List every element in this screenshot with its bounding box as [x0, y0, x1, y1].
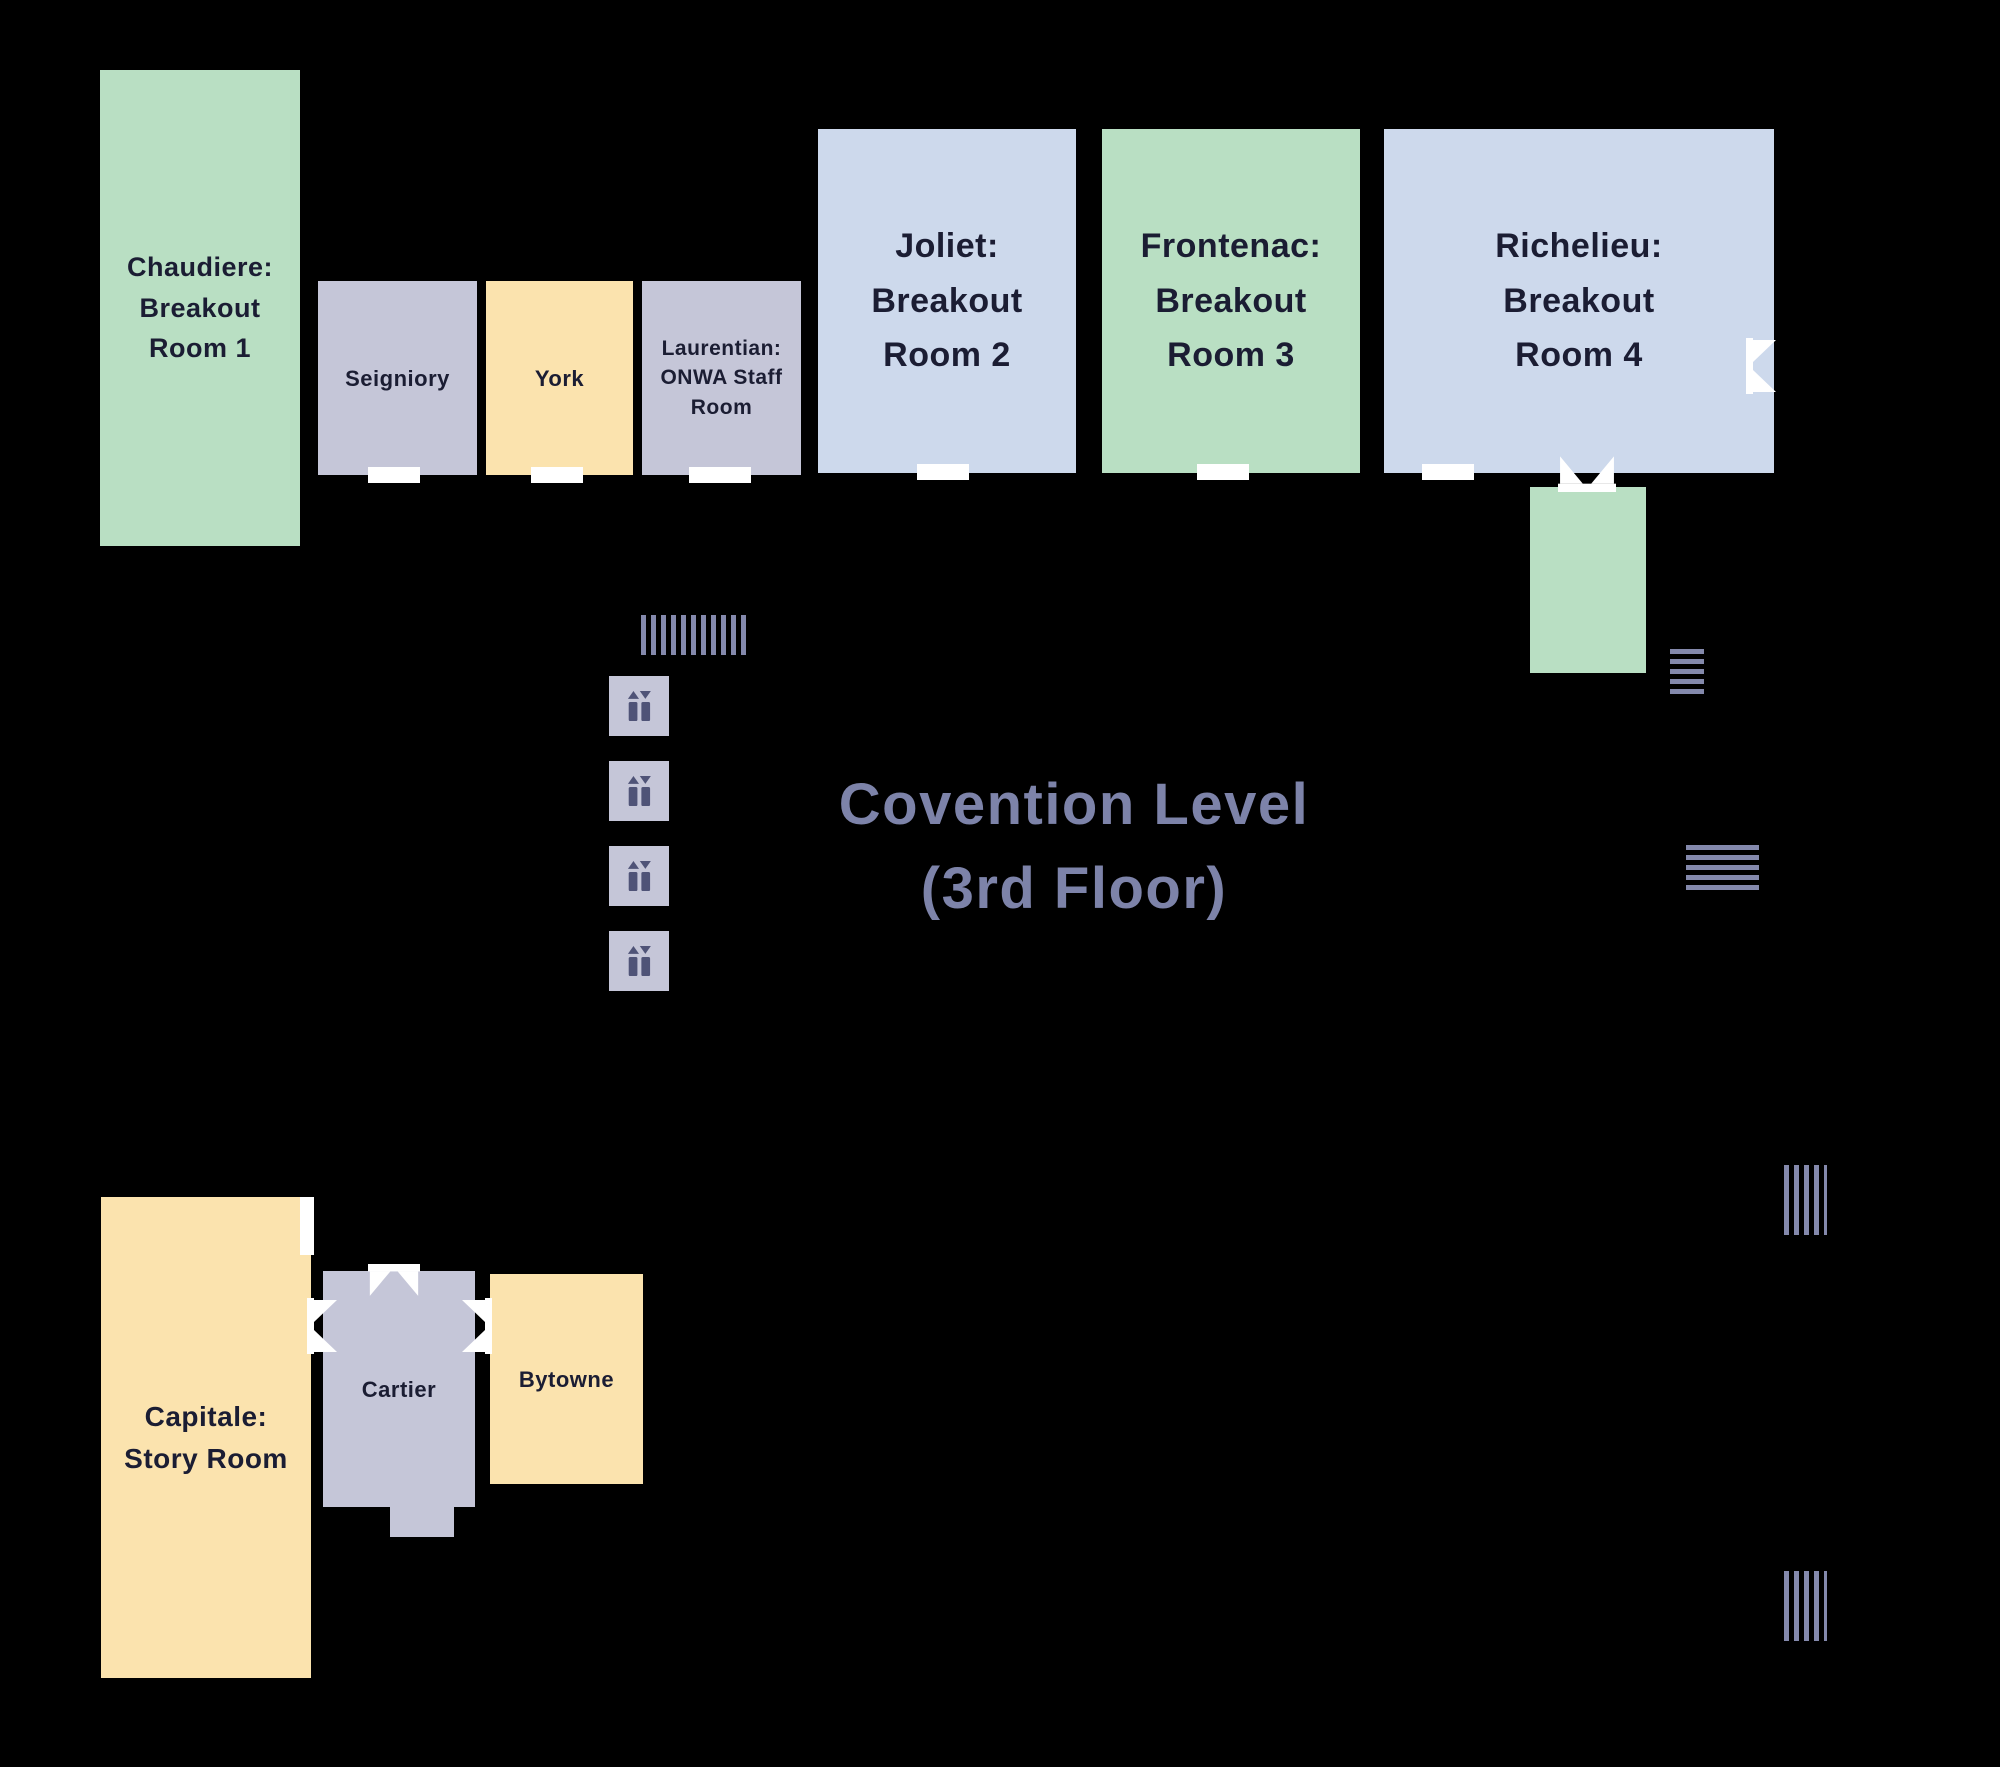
room-annex-green	[1530, 487, 1646, 673]
stairs-hatch-icon	[641, 615, 751, 655]
stairs-hatch-icon	[1784, 1571, 1827, 1641]
door-opening-seigniory	[368, 467, 420, 483]
door-opening-laurentian	[689, 467, 751, 483]
double-door-icon	[1558, 454, 1616, 492]
double-door-icon	[368, 1264, 420, 1298]
double-door-icon	[460, 1298, 492, 1354]
door-opening-york	[531, 467, 583, 483]
double-door-icon	[307, 1298, 339, 1354]
room-laurentian-label: Laurentian: ONWA Staff Room	[660, 336, 783, 419]
elevator	[609, 676, 669, 736]
stairs-hatch-icon	[1784, 1165, 1827, 1235]
room-capitale: Capitale: Story Room	[101, 1197, 311, 1678]
room-richelieu-label: Richelieu: Breakout Room 4	[1495, 227, 1663, 375]
door-opening-frontenac	[1197, 464, 1249, 480]
room-joliet-label: Joliet: Breakout Room 2	[871, 227, 1023, 375]
floor-title-line1: Covention Level	[838, 772, 1310, 837]
stairs-hatch-icon	[1670, 649, 1704, 697]
room-york: York	[486, 281, 633, 475]
door-opening-richelieu	[1422, 464, 1474, 480]
elevator-icon	[627, 860, 651, 892]
elevator-icon	[627, 690, 651, 722]
room-seigniory-label: Seigniory	[345, 365, 450, 391]
double-door-icon	[1746, 338, 1778, 394]
room-capitale-label: Capitale: Story Room	[124, 1400, 288, 1474]
room-laurentian: Laurentian: ONWA Staff Room	[642, 281, 801, 475]
room-chaudiere: Chaudiere: Breakout Room 1	[100, 70, 300, 546]
room-bytowne: Bytowne	[490, 1274, 643, 1484]
elevator	[609, 846, 669, 906]
elevator	[609, 931, 669, 991]
door-opening-joliet	[917, 464, 969, 480]
room-chaudiere-label: Chaudiere: Breakout Room 1	[126, 252, 274, 364]
room-joliet: Joliet: Breakout Room 2	[818, 129, 1076, 473]
floor-title: Covention Level (3rd Floor)	[674, 763, 1474, 931]
elevator-icon	[627, 945, 651, 977]
room-cartier-label: Cartier	[361, 1376, 437, 1402]
elevator	[609, 761, 669, 821]
room-richelieu: Richelieu: Breakout Room 4	[1384, 129, 1774, 473]
floor-title-line2: (3rd Floor)	[920, 856, 1228, 922]
room-cartier: Cartier	[323, 1271, 475, 1507]
capitale-door-notch	[300, 1197, 314, 1255]
room-frontenac: Frontenac: Breakout Room 3	[1102, 129, 1360, 473]
room-bytowne-label: Bytowne	[518, 1366, 615, 1392]
stairs-hatch-icon	[1686, 845, 1759, 894]
room-frontenac-label: Frontenac: Breakout Room 3	[1140, 227, 1322, 375]
room-seigniory: Seigniory	[318, 281, 477, 475]
elevator-icon	[627, 775, 651, 807]
room-york-label: York	[534, 365, 585, 391]
room-cartier-extension	[390, 1507, 454, 1537]
